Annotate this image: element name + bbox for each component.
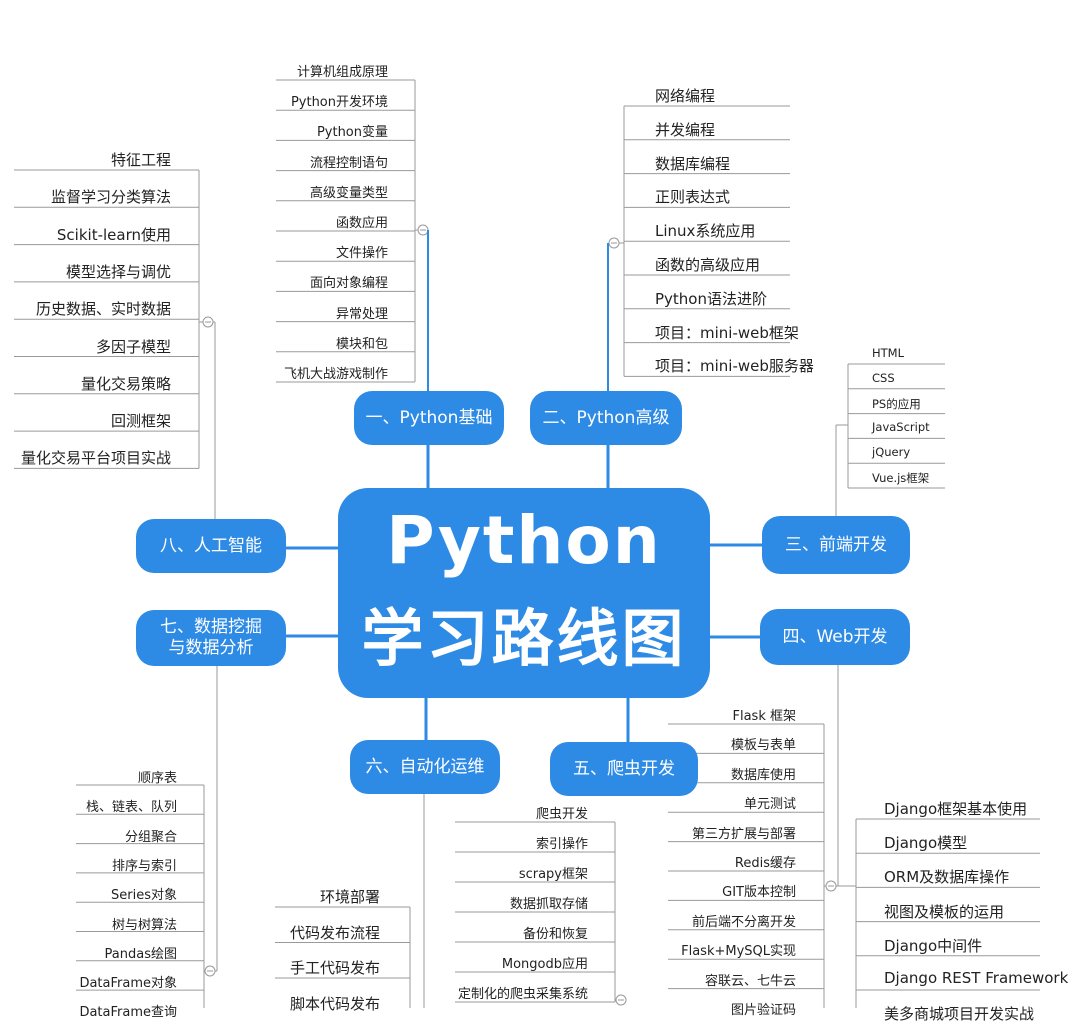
leaf-item: 第三方扩展与部署: [691, 826, 796, 842]
center-title-line2: 学习路线图: [361, 602, 687, 675]
leaf-item: 流程控制语句: [309, 155, 388, 171]
leaf-item: 回测框架: [110, 412, 171, 431]
leaf-item: 函数应用: [335, 216, 388, 231]
leaf-item: 正则表达式: [655, 188, 731, 207]
collapse-toggle-icon: [204, 965, 216, 977]
collapse-toggle-icon: [615, 994, 627, 1006]
leaf-item: 代码发布流程: [289, 923, 380, 942]
branch-web[interactable]: 四、Web开发: [760, 609, 910, 665]
leaf-item: Linux系统应用: [655, 222, 756, 241]
leaf-item: Scikit-learn使用: [56, 225, 171, 244]
leaf-item: Series对象: [111, 888, 177, 904]
leaf-item: 栈、链表、队列: [85, 800, 177, 816]
leaf-item: 分组聚合: [124, 829, 177, 845]
leaf-item: Flask+MySQL实现: [681, 944, 796, 960]
leaf-item: 爬虫开发: [535, 807, 588, 822]
leaf-item: 特征工程: [110, 151, 171, 169]
leaf-item: DataFrame查询: [79, 1005, 177, 1021]
leaf-item: 数据抓取存储: [509, 897, 588, 912]
branch-data-mining-line2: 与数据分析: [168, 638, 254, 658]
leaf-item: 模板与表单: [730, 738, 796, 754]
leaf-item: Django模型: [884, 834, 968, 853]
leaf-item: 单元测试: [743, 797, 796, 813]
leaf-item: PS的应用: [872, 396, 921, 411]
leaf-item: Python语法进阶: [655, 289, 767, 308]
branch-frontend[interactable]: 三、前端开发: [762, 516, 910, 574]
leaf-item: 并发编程: [655, 120, 716, 139]
branch-ai[interactable]: 八、人工智能: [136, 519, 286, 573]
leaf-item: CSS: [872, 370, 895, 385]
leaf-item: 飞机大战游戏制作: [283, 367, 388, 382]
branch-devops[interactable]: 六、自动化运维: [350, 740, 500, 794]
leaf-item: ORM及数据库操作: [884, 868, 1010, 887]
collapse-toggle-icon: [608, 237, 620, 249]
leaf-item: 多因子模型: [95, 337, 171, 356]
leaf-item: 手工代码发布: [289, 959, 380, 977]
leaf-item: 模块和包: [335, 336, 388, 352]
leaf-item: GIT版本控制: [722, 885, 796, 901]
leaf-item: Mongodb应用: [501, 957, 588, 972]
leaf-item: 项目：mini-web服务器: [655, 357, 814, 376]
branch-data-mining-line1: 七、数据挖掘: [160, 617, 262, 637]
leaf-item: 高级变量类型: [309, 185, 388, 201]
leaf-item: 网络编程: [655, 87, 716, 105]
leaf-item: 图片验证码: [730, 1003, 796, 1018]
leaf-item: JavaScript: [872, 420, 930, 435]
leaf-item: 历史数据、实时数据: [35, 300, 171, 319]
collapse-toggle-icon: [417, 224, 429, 236]
leaf-item: Django框架基本使用: [884, 800, 1028, 818]
leaf-item: Python开发环境: [290, 95, 388, 111]
leaf-item: 脚本代码发布: [289, 994, 380, 1013]
leaf-item: 项目：mini-web框架: [655, 323, 799, 342]
leaf-item: Flask 框架: [732, 709, 797, 724]
leaf-item: 数据库编程: [655, 154, 731, 173]
branch-data-mining[interactable]: 七、数据挖掘 与数据分析: [136, 610, 286, 666]
leaf-item: 索引操作: [535, 837, 588, 852]
leaf-item: Pandas绘图: [104, 946, 177, 962]
leaf-item: Vue.js框架: [872, 471, 930, 485]
branch-crawler[interactable]: 五、爬虫开发: [550, 742, 698, 796]
leaf-item: 树与树算法: [111, 917, 177, 933]
center-title-line1: Python: [386, 502, 662, 579]
leaf-item: 美多商城项目开发实战: [884, 1005, 1035, 1024]
leaf-item: 视图及模板的运用: [884, 902, 1005, 921]
leaf-item: 文件操作: [335, 246, 388, 262]
leaf-item: 模型选择与调优: [65, 262, 171, 281]
branch-python-advanced[interactable]: 二、Python高级: [530, 391, 682, 445]
leaf-item: 量化交易策略: [80, 374, 171, 393]
leaf-item: Django REST Framework: [884, 969, 1069, 987]
collapse-toggle-icon: [825, 880, 837, 892]
leaf-item: Redis缓存: [734, 856, 796, 871]
leaf-item: 排序与索引: [111, 858, 177, 874]
leaf-item: 函数的高级应用: [655, 256, 761, 274]
leaf-item: Python变量: [316, 125, 388, 141]
leaf-item: 环境部署: [319, 888, 380, 906]
leaf-item: 监督学习分类算法: [50, 188, 171, 207]
leaf-item: 异常处理: [335, 306, 388, 322]
collapse-toggle-icon: [202, 316, 214, 328]
leaf-item: HTML: [872, 346, 905, 360]
leaf-item: jQuery: [872, 445, 911, 460]
leaf-item: 备份和恢复: [522, 927, 588, 942]
leaf-item: scrapy框架: [518, 867, 588, 882]
leaf-item: DataFrame对象: [79, 976, 177, 992]
leaf-item: 定制化的爬虫采集系统: [457, 987, 588, 1002]
leaf-item: 计算机组成原理: [296, 65, 388, 80]
leaf-item: 面向对象编程: [309, 276, 388, 292]
leaf-item: 容联云、七牛云: [704, 973, 796, 989]
center-title-node: Python 学习路线图: [338, 488, 710, 698]
leaf-item: 顺序表: [137, 771, 177, 786]
branch-python-basics[interactable]: 一、Python基础: [354, 391, 504, 445]
leaf-item: 前后端不分离开发: [691, 914, 796, 930]
leaf-item: 量化交易平台项目实战: [20, 449, 171, 468]
leaf-item: Django中间件: [884, 936, 983, 955]
leaf-item: 数据库使用: [730, 767, 796, 783]
